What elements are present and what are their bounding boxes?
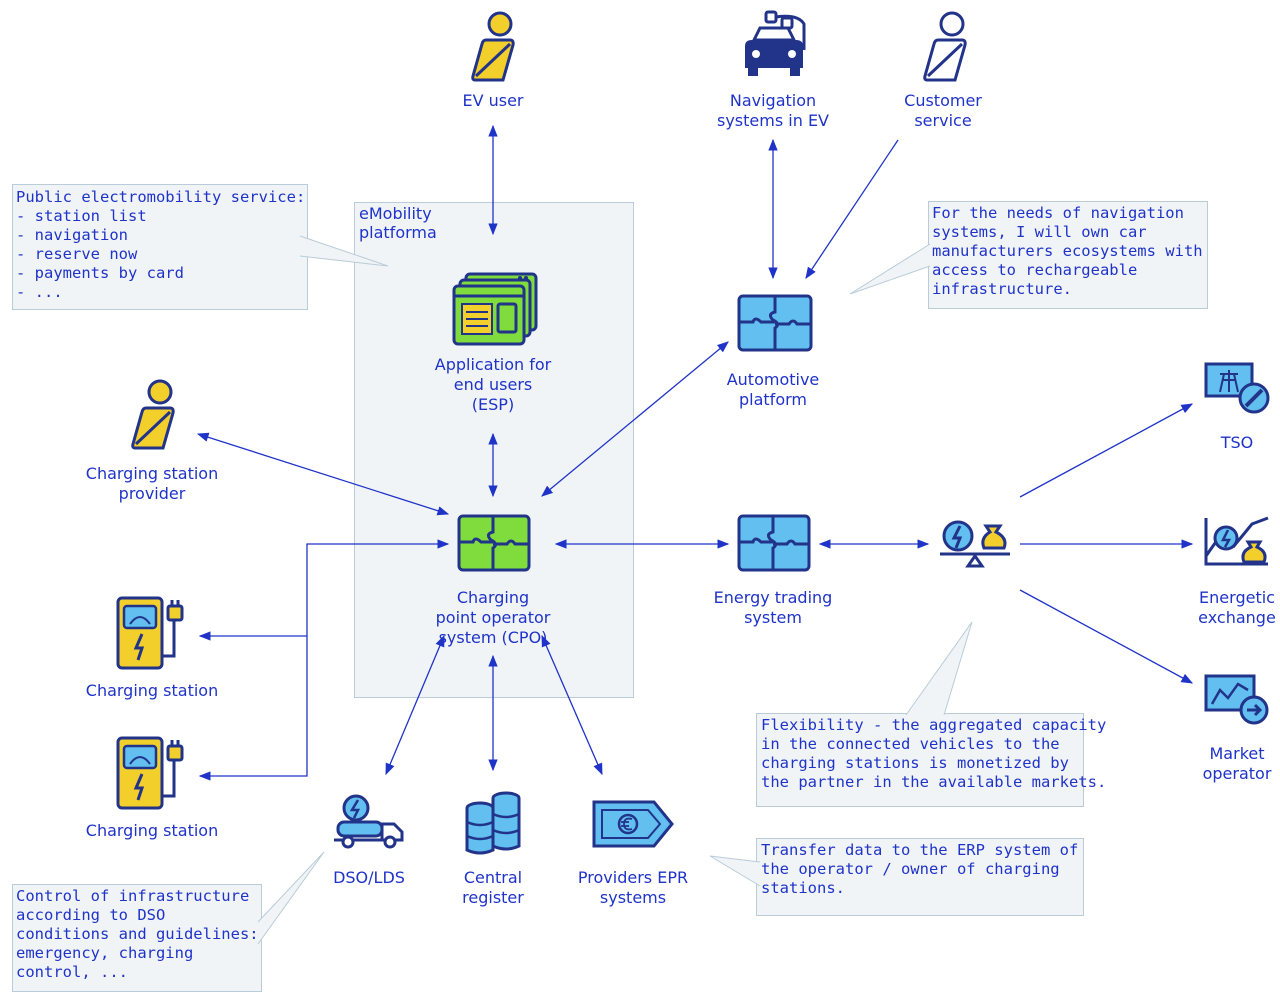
edge-balance-tso: [1019, 403, 1194, 498]
emobility-platform-title: eMobility platforma: [359, 204, 437, 242]
customer-service-label: Customer service: [904, 91, 982, 130]
station-provider-icon: [131, 379, 175, 450]
note-dso-control: Control of infrastructure according to D…: [16, 887, 259, 981]
providers-epr-label: Providers EPR systems: [577, 868, 689, 907]
charging-station-2-icon: [116, 736, 184, 810]
central-register-label: Central register: [462, 868, 524, 907]
tso-icon: [1204, 362, 1270, 414]
note-flexibility: Flexibility - the aggregated capacity in…: [761, 716, 1107, 791]
energy-trading-puzzle-icon: [737, 514, 811, 572]
callout-tail-navigation: [849, 243, 931, 295]
callout-tail-public: [299, 235, 389, 267]
ev-car-icon: [745, 10, 806, 76]
ev-user-icon: [471, 11, 515, 82]
energy-trading-label: Energy trading system: [713, 588, 833, 627]
cpo-puzzle-icon: [457, 514, 531, 572]
callout-tail-dso: [257, 851, 325, 945]
balance-scale-icon: [940, 520, 1010, 568]
market-operator-label: Market operator: [1202, 744, 1272, 783]
esp-app-label: Application for end users (ESP): [434, 355, 552, 414]
edge-provider-cpo: [196, 432, 450, 516]
note-box-erp-transfer: [756, 838, 1084, 916]
ev-user-label: EV user: [462, 91, 524, 110]
tso-label: TSO: [1220, 433, 1254, 452]
euro-note-icon: [592, 800, 674, 848]
database-icon: [465, 791, 521, 855]
charging-station-1-label: Charging station: [85, 681, 219, 700]
callout-tail-flexibility: [905, 621, 973, 716]
note-navigation-needs: For the needs of navigation systems, I w…: [932, 204, 1203, 298]
note-public-service: Public electromobility service: - statio…: [16, 188, 306, 301]
note-box-dso-control: [12, 884, 262, 992]
dso-lds-label: DSO/LDS: [333, 868, 405, 887]
charging-station-2-label: Charging station: [85, 821, 219, 840]
cpo-system-label: Charging point operator system (CPO): [435, 588, 551, 647]
dso-truck-icon: [334, 794, 404, 849]
app-window-icon: [452, 272, 538, 346]
charging-station-1-icon: [116, 596, 184, 670]
energetic-exchange-label: Energetic exchange: [1198, 588, 1276, 627]
callout-tail-erp: [709, 855, 761, 887]
customer-service-icon: [923, 11, 967, 82]
automotive-puzzle-icon: [737, 294, 813, 352]
edge-customer-automotive: [805, 139, 899, 279]
navigation-systems-label: Navigation systems in EV: [717, 91, 829, 130]
edge-balance-market: [1019, 589, 1194, 684]
edge-cpo-dso: [385, 634, 445, 776]
edge-cpo-stations-bus: [198, 539, 450, 781]
edge-automotive-cpo: [541, 341, 729, 497]
note-erp-transfer: Transfer data to the ERP system of the o…: [761, 841, 1079, 897]
station-provider-label: Charging station provider: [85, 464, 219, 503]
exchange-chart-icon: [1204, 516, 1269, 566]
edge-cpo-epr: [541, 634, 603, 776]
automotive-platform-label: Automotive platform: [726, 370, 820, 409]
market-operator-icon: [1204, 674, 1269, 725]
